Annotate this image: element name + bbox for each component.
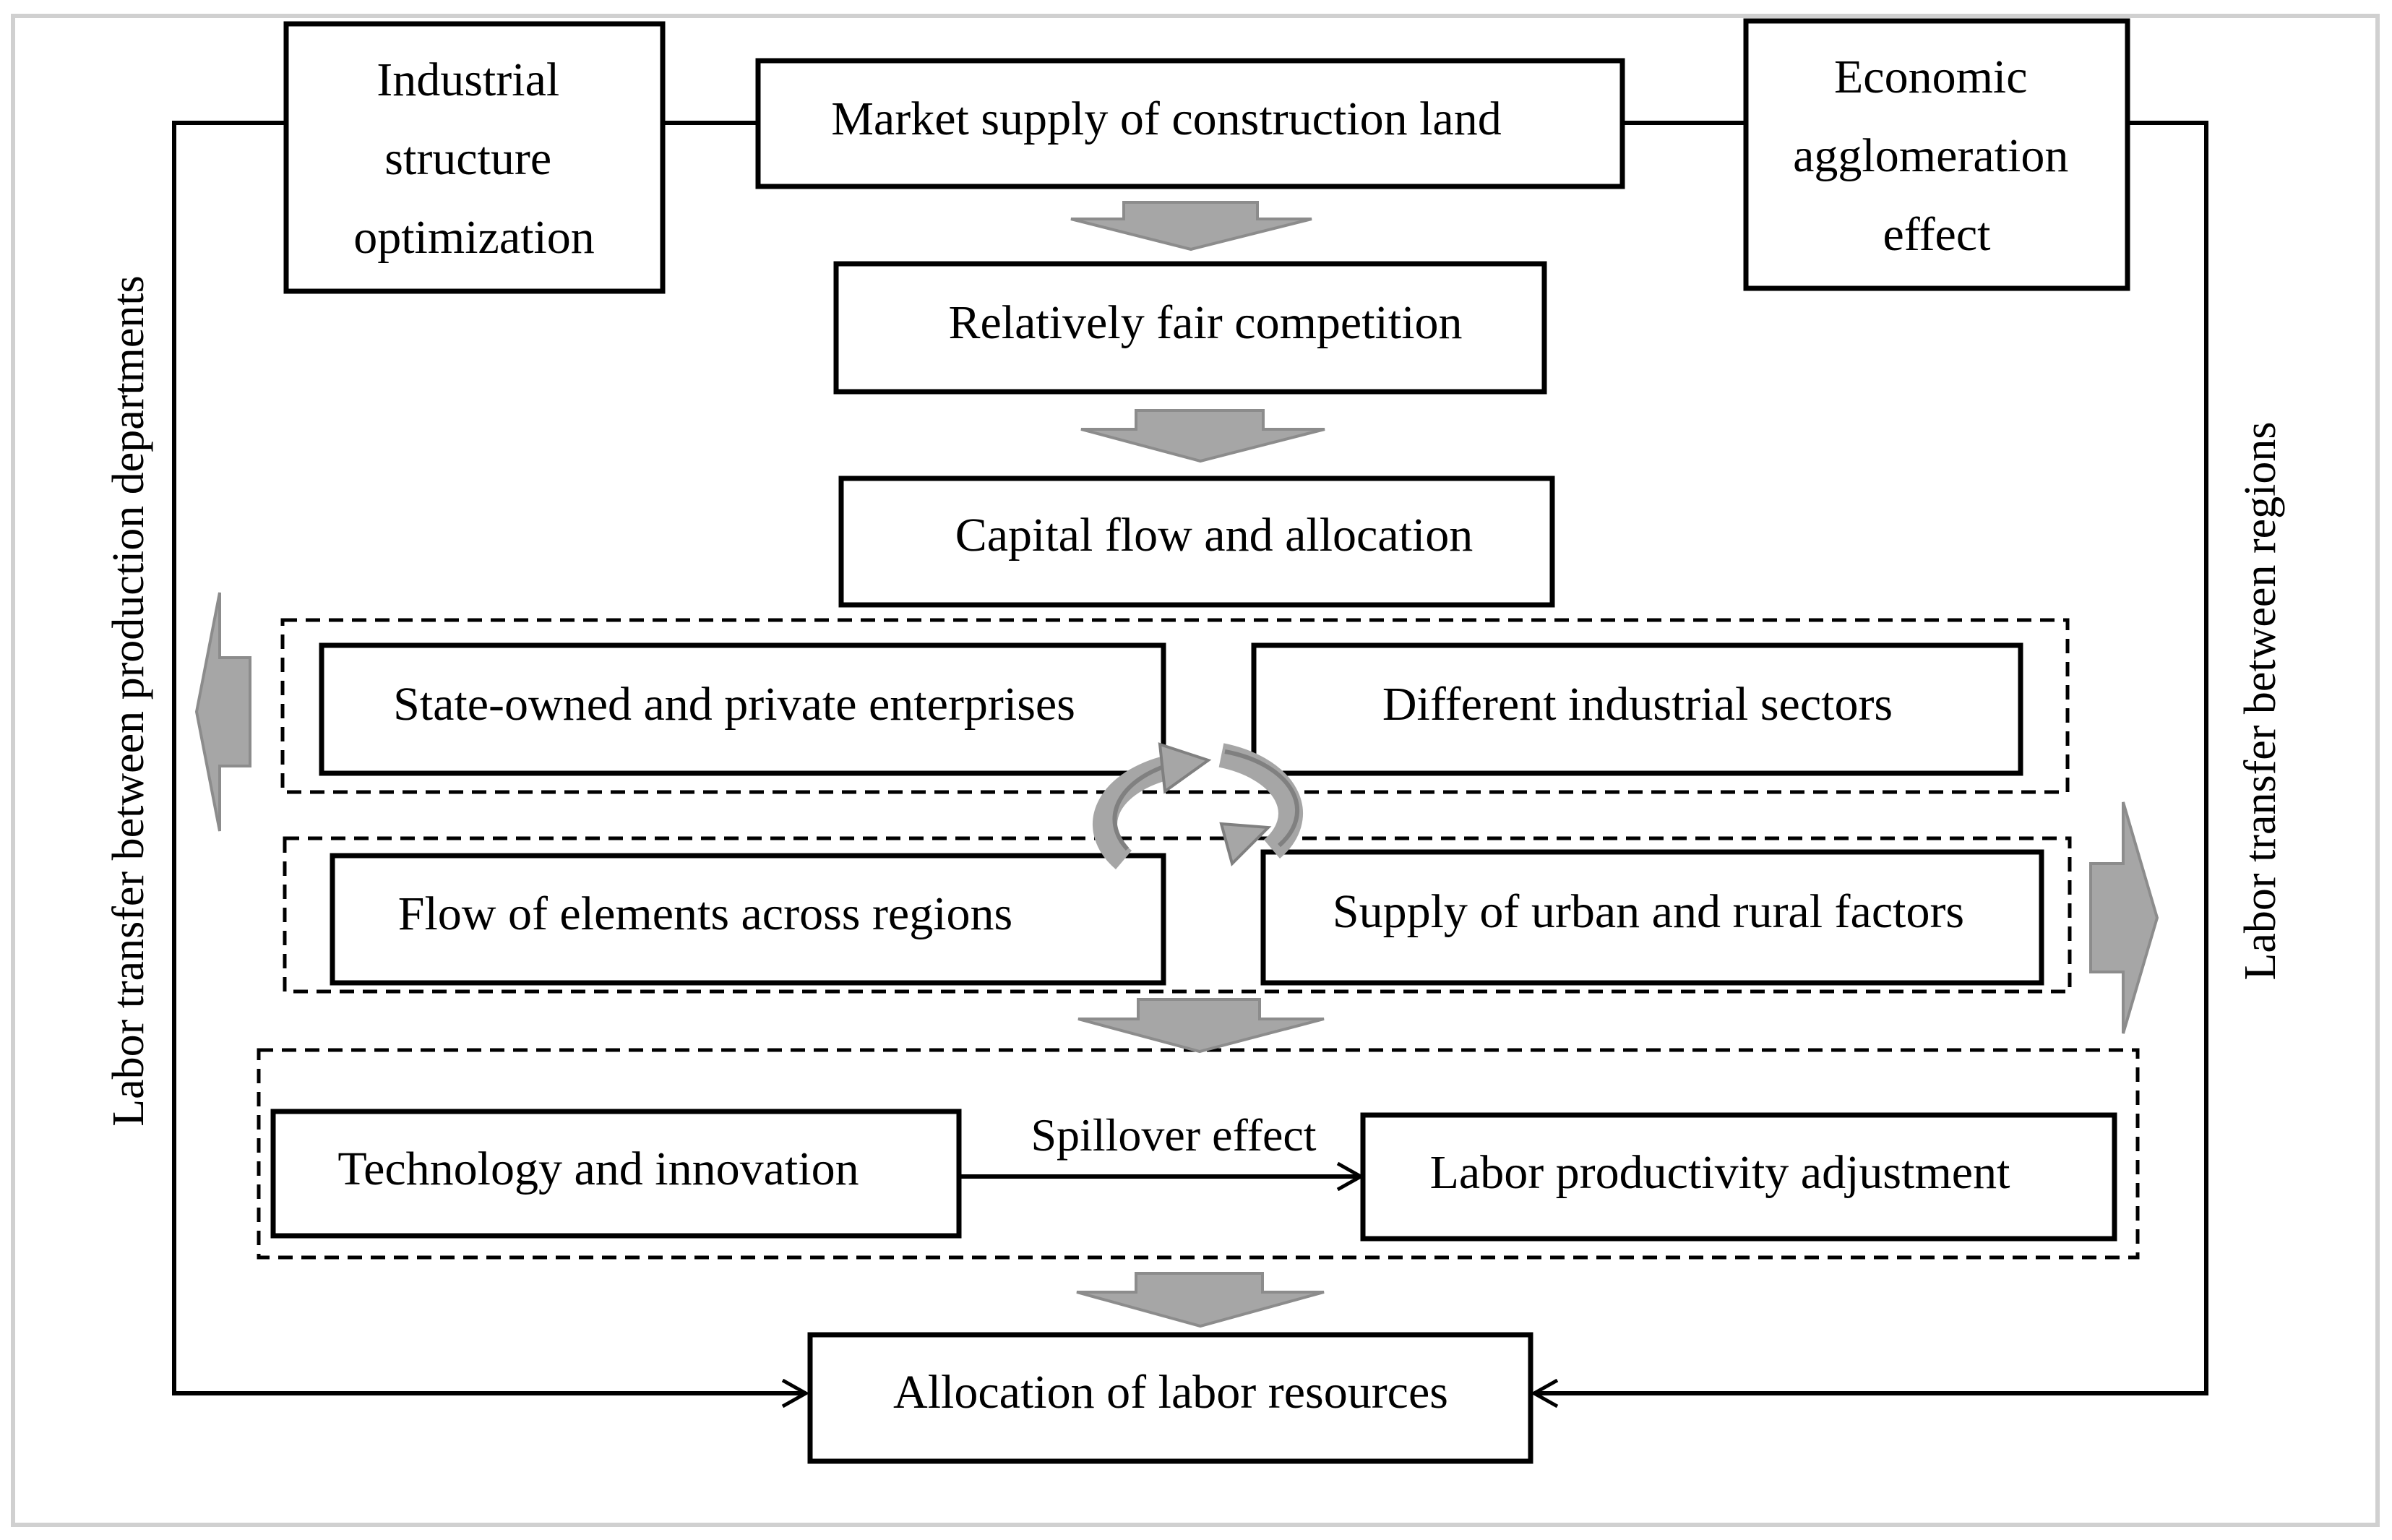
left-side-label: Labor transfer between production depart… <box>104 275 153 1127</box>
flow-elements-label: Flow of elements across regions <box>398 887 1013 940</box>
industrial-sectors-label: Different industrial sectors <box>1382 678 1893 731</box>
left-side-arrow <box>194 592 251 832</box>
labor-productivity-label: Labor productivity adjustment <box>1430 1146 2010 1199</box>
down-arrow-2 <box>1080 409 1325 463</box>
urban-rural-box <box>1260 849 2044 986</box>
urban-rural-label: Supply of urban and rural factors <box>1333 885 1964 938</box>
down-arrow-4 <box>1076 1272 1325 1328</box>
fair-competition-box <box>833 261 1547 395</box>
labor-productivity-box <box>1360 1112 2117 1242</box>
industrial-sectors-box <box>1251 642 2023 776</box>
right-side-arrow <box>2089 801 2159 1034</box>
capital-flow-label: Capital flow and allocation <box>955 509 1474 562</box>
state-private-label: State-owned and private enterprises <box>393 678 1075 731</box>
fair-competition-label: Relatively fair competition <box>948 296 1462 349</box>
left-feedback-line <box>172 121 806 1393</box>
cycle-arrows-icon <box>1093 742 1303 869</box>
economic-agglomeration-label: Economic agglomeration effect <box>1793 51 2081 261</box>
outer-frame <box>11 14 2380 1527</box>
group-elements-factors <box>283 836 2072 994</box>
group-enterprises-sectors <box>280 618 2070 794</box>
technology-label: Technology and innovation <box>337 1143 859 1195</box>
market-supply-box <box>755 58 1625 189</box>
down-arrow-1 <box>1070 201 1312 251</box>
industrial-structure-label: Industrial structure optimization <box>353 53 595 264</box>
allocation-labor-box <box>807 1332 1533 1464</box>
economic-agglomeration-box <box>1743 18 2130 291</box>
market-supply-label: Market supply of construction land <box>831 93 1501 145</box>
spillover-label: Spillover effect <box>1031 1109 1316 1161</box>
state-private-box <box>319 642 1166 776</box>
right-side-label: Labor transfer between regions <box>2236 422 2285 981</box>
flow-elements-box <box>330 853 1166 986</box>
capital-flow-box <box>838 476 1555 608</box>
allocation-labor-label: Allocation of labor resources <box>893 1366 1448 1419</box>
technology-box <box>270 1109 962 1239</box>
industrial-structure-box <box>283 21 666 294</box>
down-arrow-3 <box>1077 998 1325 1054</box>
